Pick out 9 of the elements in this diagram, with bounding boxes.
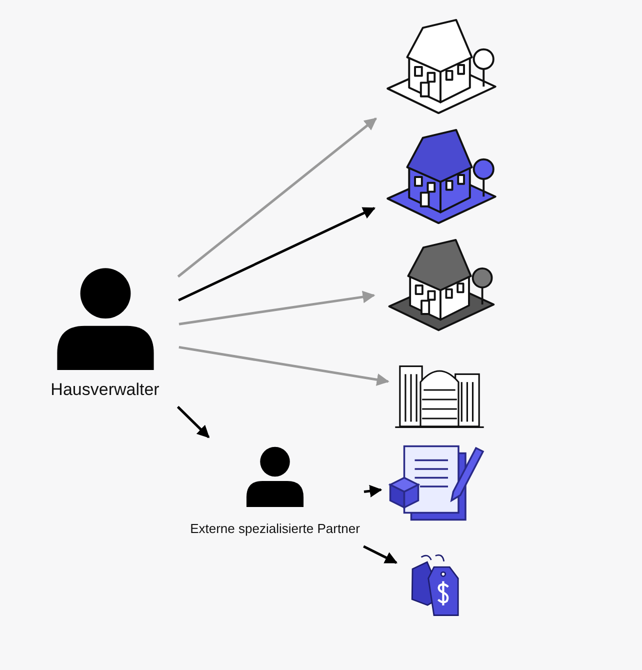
arrow — [363, 545, 398, 564]
arrow — [177, 118, 377, 278]
arrow — [178, 346, 390, 386]
arrow — [178, 206, 376, 302]
arrow — [178, 290, 376, 326]
node-label: Hausverwalter — [50, 379, 160, 401]
arrow — [176, 406, 210, 438]
node-label: Externe spezialisierte Partner — [190, 520, 360, 538]
arrow — [364, 484, 382, 498]
